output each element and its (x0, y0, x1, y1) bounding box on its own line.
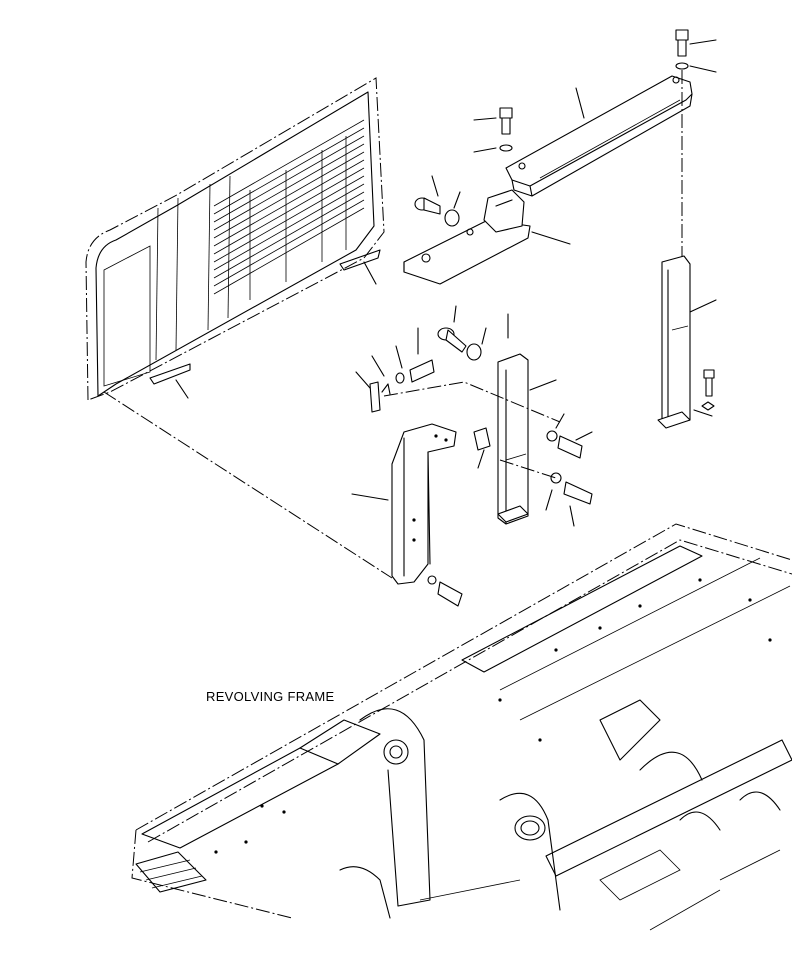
revolving-frame-label: REVOLVING FRAME (206, 689, 335, 704)
radiator-panel (85, 77, 385, 401)
bolt-center-right (499, 413, 593, 527)
grille-fins (213, 119, 365, 300)
bolt-center-top (437, 305, 487, 361)
top-bracket (505, 75, 693, 197)
clip-and-bolt (355, 327, 561, 423)
bolt-top-right (675, 29, 717, 258)
center-stay (497, 313, 557, 525)
mounting-plate (403, 189, 571, 285)
left-stay (103, 391, 491, 607)
bolt-top-center (473, 107, 513, 153)
right-stay (657, 255, 717, 429)
revolving-frame (131, 523, 792, 931)
bolt-plate-left (414, 175, 461, 227)
